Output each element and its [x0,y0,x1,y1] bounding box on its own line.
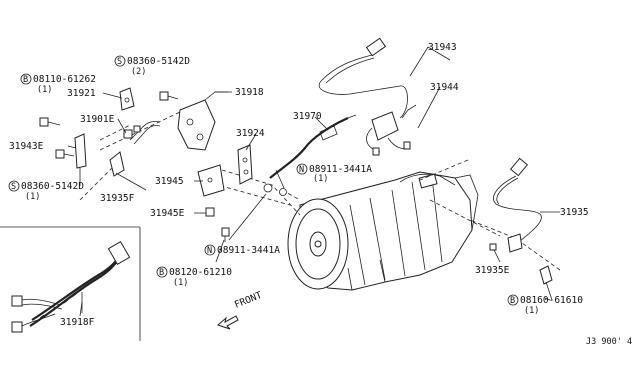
part-label-31970: 31970 [293,111,322,122]
label-08110: B 08110-61262 (1) [20,73,96,95]
harness-31943 [318,37,417,156]
dipstick-tube-31970 [269,114,357,179]
part-label-31901e: 31901E [80,114,115,125]
bolt-08360-bottom [55,149,75,159]
label-08911-upper: N 08911-3441A (1) [296,163,372,184]
part-label-31943e: 31943E [9,141,44,152]
part-label-08110-61262: 08110-61262 [33,74,96,85]
bolt-08360-top [159,91,179,101]
front-label: FRONT [233,290,264,311]
prefix-s: S [11,182,16,192]
part-label-31944: 31944 [430,82,459,93]
label-08160: B 08160-61610 (1) [507,294,583,316]
part-label-08360-5142d-top: 08360-5142D [127,56,190,67]
part-label-31945: 31945 [155,176,184,187]
qty-08360-bottom: (1) [25,192,40,202]
nut-08911-lower [263,183,273,193]
part-label-31935: 31935 [560,207,589,218]
part-label-31924: 31924 [236,128,265,139]
callout-leaders [67,46,560,317]
qty-08110: (1) [37,85,52,95]
bracket-31918 [129,91,228,151]
label-08120: B 08120-61210 (1) [156,266,232,288]
transmission-assembly [287,171,479,291]
qty-08911-upper: (1) [313,174,328,184]
bracket-31921 [119,87,135,111]
part-label-08911-3441a-lower: 08911-3441A [217,245,280,256]
prefix-b: B [23,75,28,85]
front-direction-arrow: FRONT [217,290,264,330]
harness-31918f-drawing [11,241,131,333]
part-label-31918f: 31918F [60,317,95,328]
part-label-08911-3441a-upper: 08911-3441A [309,164,372,175]
qty-08360-top: (2) [131,67,146,77]
bracket-31943e [74,133,87,186]
part-label-31921: 31921 [67,88,96,99]
bolt-31945e [205,207,215,217]
prefix-n: N [207,246,212,256]
part-label-08120-61210: 08120-61210 [169,267,232,278]
bolt-08160 [539,265,553,301]
clip-31901e [123,125,141,139]
part-label-08360-5142d-bottom: 08360-5142D [21,181,84,192]
bolt-08110 [39,117,61,127]
part-label-31918: 31918 [235,87,264,98]
bracket-31945 [197,164,225,197]
diagram-code: J3 900' 4 [586,337,632,347]
prefix-b: B [510,296,515,306]
part-label-31943: 31943 [428,42,457,53]
qty-08120: (1) [173,278,188,288]
part-label-31945e: 31945E [150,208,185,219]
label-08911-lower: N 08911-3441A [204,244,280,256]
prefix-s: S [117,57,122,67]
part-label-31935e: 31935E [475,265,510,276]
bolt-08120 [221,227,230,242]
qty-08160: (1) [524,306,539,316]
part-label-08160-61610: 08160-61610 [520,295,583,306]
label-08360-top: S 08360-5142D (2) [114,55,190,77]
clamp-31935f [109,151,125,177]
prefix-n: N [299,165,304,175]
part-label-31935f: 31935F [100,193,135,204]
prefix-b: B [159,268,164,278]
label-08360-bottom: S 08360-5142D (1) [8,180,84,202]
inset-harness-box [0,226,141,341]
bracket-31924 [237,144,253,185]
nut-08911-upper [279,188,287,196]
sensor-harness-31935 [489,157,542,253]
